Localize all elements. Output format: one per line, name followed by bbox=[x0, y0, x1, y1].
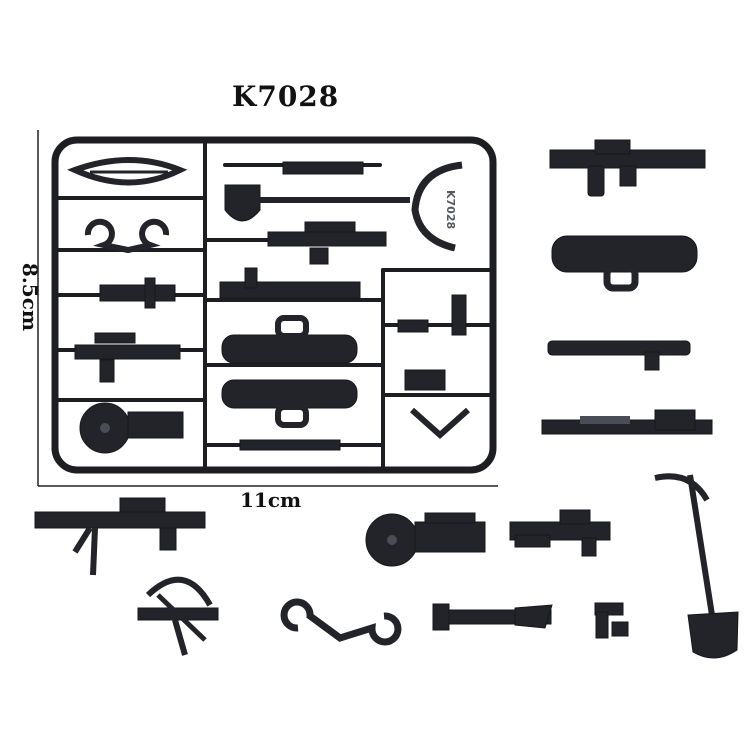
sprue-mark: K7028 bbox=[444, 190, 457, 229]
sniper-rifle-part bbox=[34, 497, 206, 576]
assault-rifle-part bbox=[509, 509, 611, 557]
shovel-part bbox=[654, 473, 739, 659]
width-dimension-label: 11cm bbox=[240, 488, 302, 512]
crossbow-part bbox=[137, 576, 219, 656]
blaster-part bbox=[549, 139, 706, 197]
sprue-mark-text: K7028 bbox=[444, 190, 457, 230]
dimension-lines bbox=[37, 130, 498, 487]
sprue-parts bbox=[67, 157, 470, 454]
loose-parts bbox=[34, 139, 739, 659]
knife-part bbox=[432, 603, 553, 631]
pistol-part bbox=[594, 602, 629, 639]
baton-part bbox=[547, 340, 691, 371]
saw-part bbox=[365, 512, 486, 567]
shotgun-part bbox=[541, 409, 713, 435]
bazooka-part bbox=[551, 235, 698, 292]
product-code-label: K7028 bbox=[232, 80, 340, 113]
handcuffs-part bbox=[280, 598, 402, 646]
